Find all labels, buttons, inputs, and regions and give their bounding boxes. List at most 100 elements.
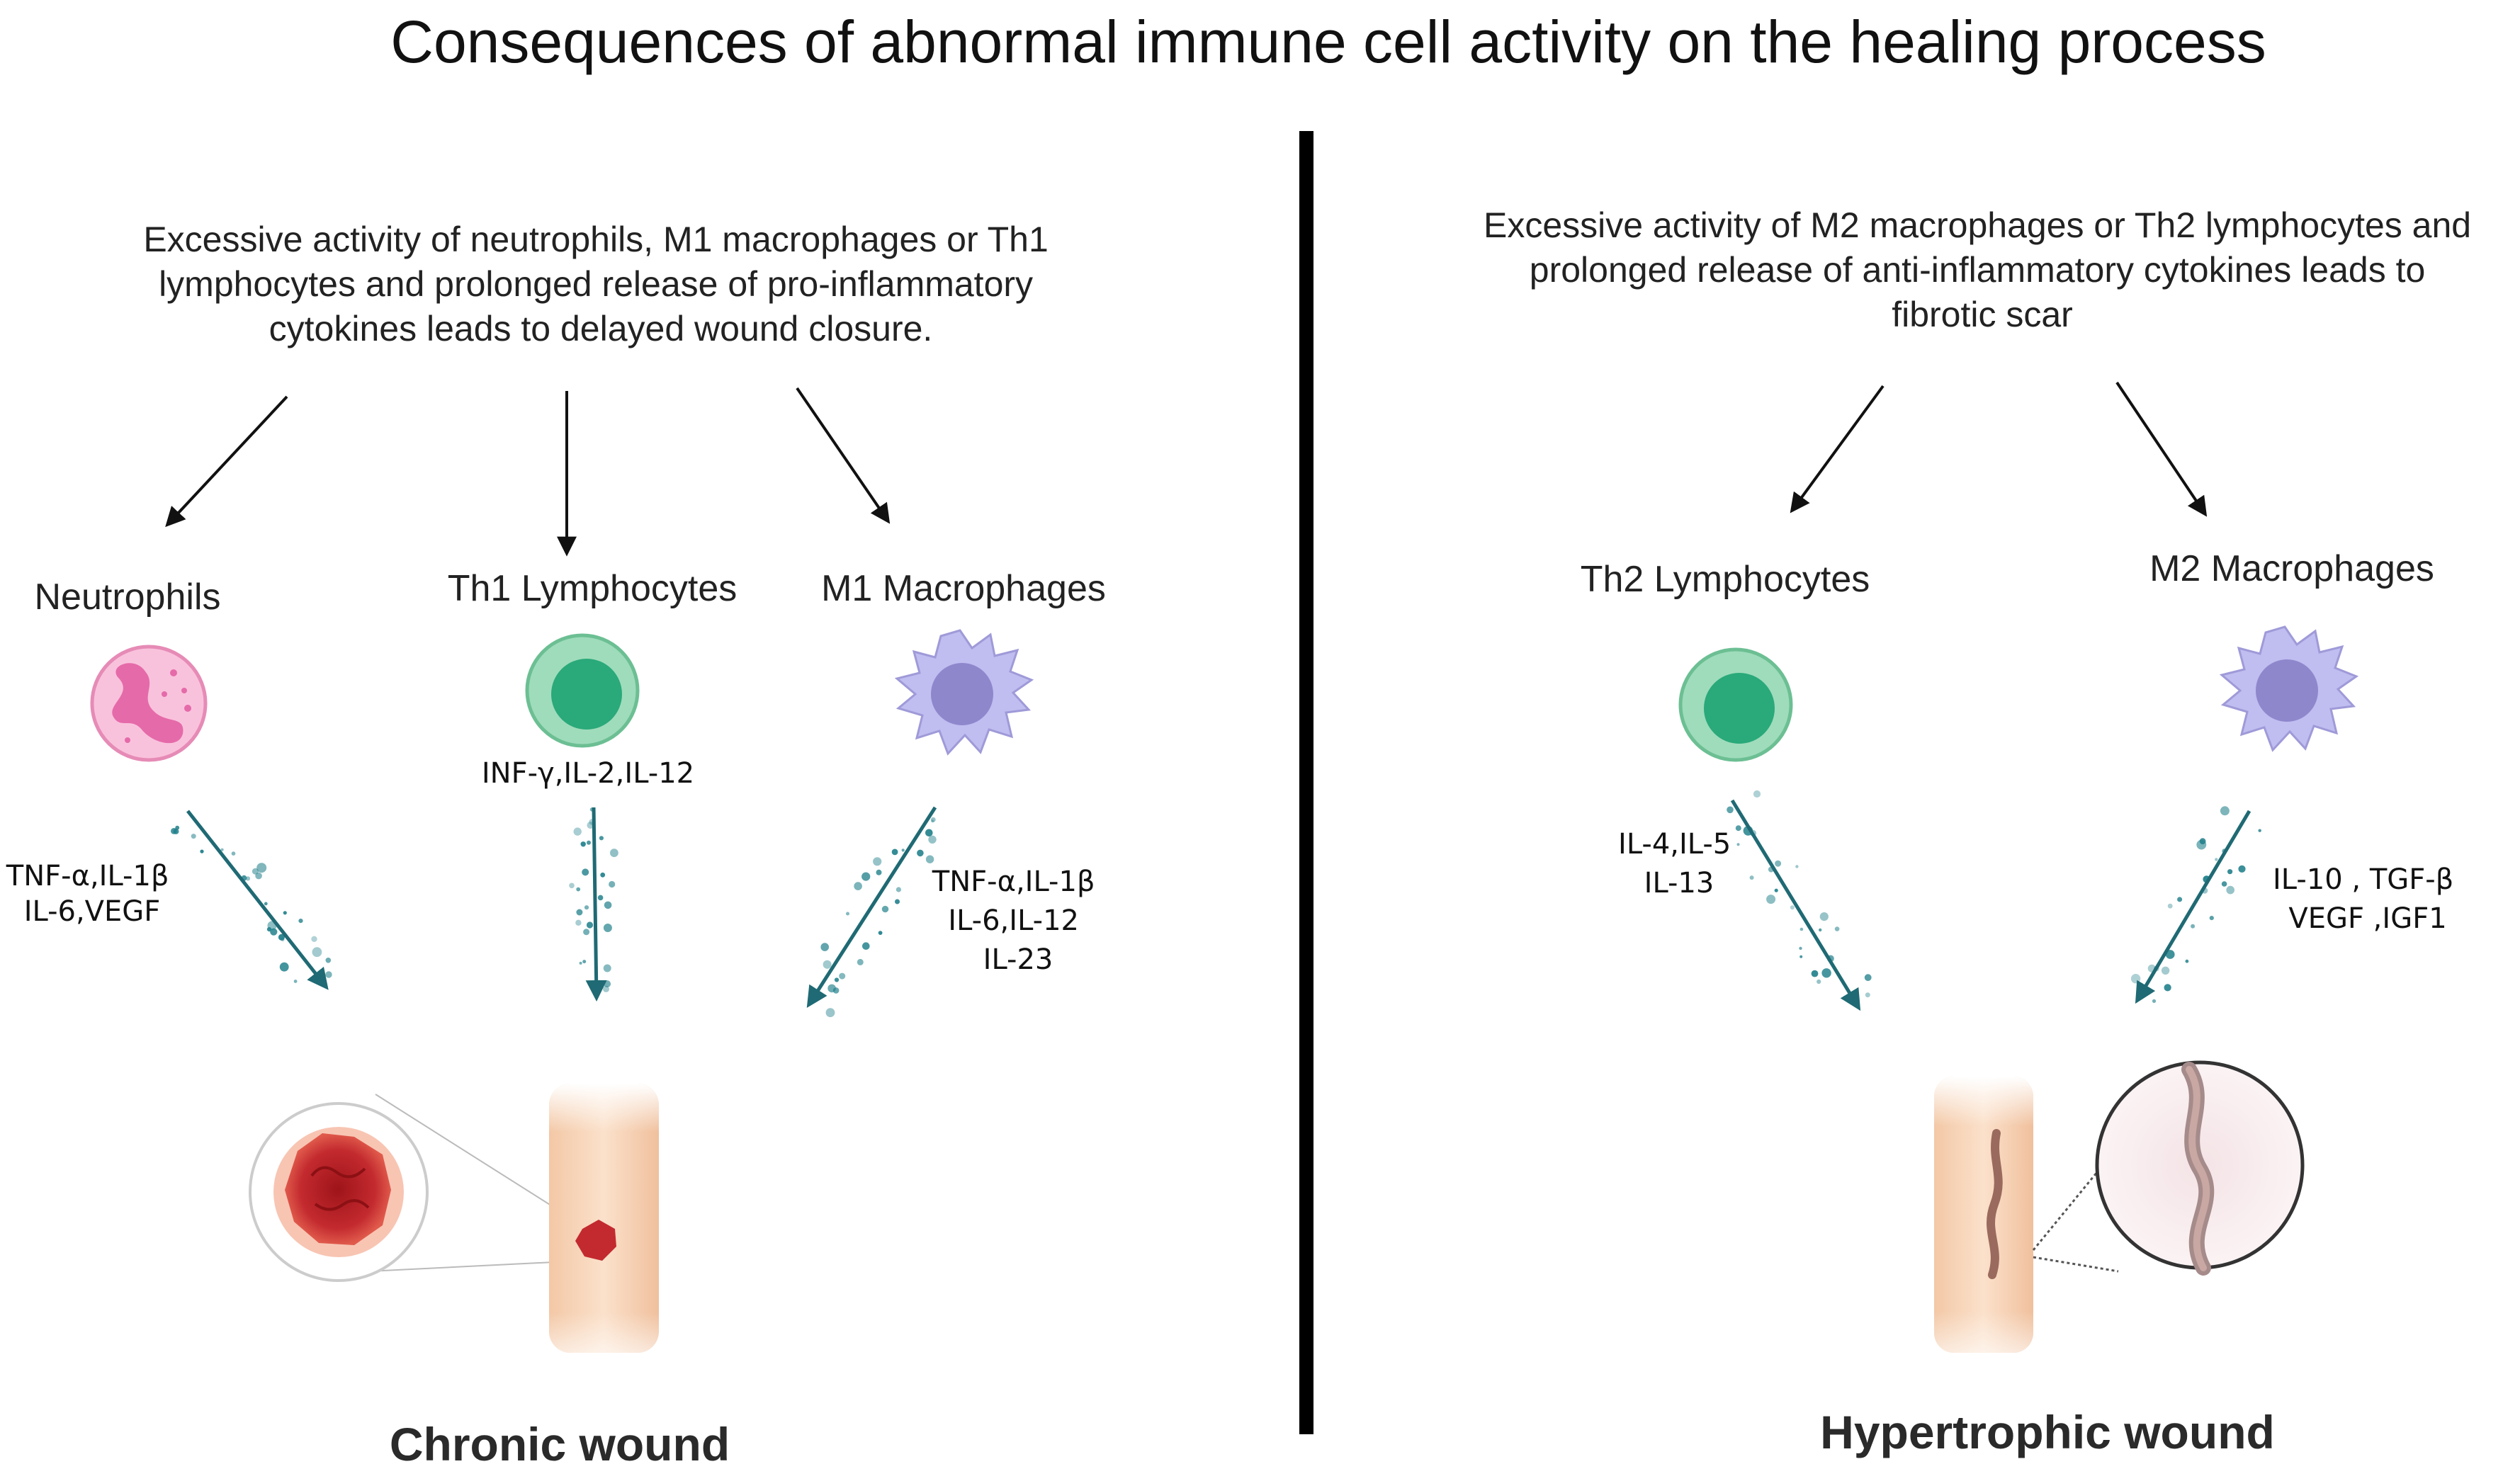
cytokine-particle [2215,858,2218,861]
cytokine-particle [255,872,262,880]
cytokine-particle [576,887,581,892]
m1-cytokines-line-3: IL-23 [983,943,1053,976]
cytokine-particle [603,964,611,972]
cytokine-particle [2185,959,2189,963]
m1-macrophage-cell-icon [894,629,1034,756]
cytokine-particle [2167,903,2173,909]
m2-cytokines-line-2: VEGF ,IGF1 [2288,902,2446,935]
m2-macrophage-cell-icon [2219,625,2359,752]
cytokine-particle [857,958,864,965]
cytokine-particle [1774,888,1778,892]
neutrophils-label: Neutrophils [34,577,220,618]
th1-cytokine-flow [569,807,618,1001]
cytokine-particle [2164,984,2171,992]
chronic-wound-illustration [249,1084,659,1353]
cytokine-particle [2258,829,2261,832]
cytokine-particle [264,902,268,906]
cytokine-particle [1790,905,1795,910]
arrow-to-neutrophils [165,395,288,528]
chronic-wound-label: Chronic wound [390,1418,730,1470]
cytokine-particle [200,849,204,853]
cytokine-particle [895,887,901,892]
m1-cytokines: TNF-α,IL-1β IL-6,IL-12 IL-23 [932,866,1104,976]
cytokine-particle [579,961,582,965]
right-description-line-1: Excessive activity of M2 macrophages or … [1484,205,2471,245]
cytokine-particle [1819,928,1822,932]
cytokine-particle [270,928,278,936]
cytokine-particle [573,827,582,836]
panel-divider [1299,131,1313,1434]
cytokine-particle [603,924,612,932]
cytokine-particle [279,962,289,972]
neutrophil-cytokine-flow [171,810,332,990]
cytokine-particle [231,851,236,856]
cytokine-particle [925,855,934,863]
th1-cytokines-line-1: INF-γ,IL-2,IL-12 [482,757,694,790]
cytokine-particle [2221,881,2227,887]
cytokine-particle [575,919,582,926]
th2-cytokines-line-2: IL-13 [1644,867,1714,900]
cytokine-particle [846,912,849,916]
th2-cytokine-flow [1727,790,1872,1011]
cytokine-particle [1816,979,1821,985]
right-panel: Excessive activity of M2 macrophages or … [1484,205,2471,1458]
cytokine-particle [583,929,590,936]
cytokine-particle [1736,843,1740,846]
cytokine-particle [2220,806,2230,816]
cytokine-particle [600,872,606,878]
cytokine-particle [278,934,285,941]
cytokine-particle [311,936,317,943]
cytokine-particle [1799,946,1802,951]
arrow-to-m2-macrophages [2115,381,2208,517]
cytokine-particle [609,880,616,888]
cytokine-particle [245,876,251,881]
cytokine-particle [1735,825,1741,832]
cytokine-particle [610,849,618,858]
cytokine-particle [854,882,862,890]
left-description: Excessive activity of neutrophils, M1 ma… [143,220,1058,348]
cytokine-particle [2130,974,2141,984]
cytokine-particle [839,972,846,980]
cytokine-particle [1799,927,1804,931]
cytokine-particle [283,911,287,915]
arrow-to-th2-lymphocytes [1790,385,1885,513]
cytokine-particle [252,868,259,875]
neutrophil-cytokines-line-1: TNF-α,IL-1β [6,860,169,892]
cytokine-particle [1799,955,1803,958]
m2-cytokines-line-1: IL-10 , TGF-β [2273,863,2453,896]
diagram-title: Consequences of abnormal immune cell act… [390,8,2266,75]
cytokine-particle [2227,869,2233,875]
th2-lymphocyte-cell-icon [1678,647,1793,762]
cytokine-particle [1811,970,1819,977]
right-description-line-2: prolonged release of anti-inflammatory c… [1530,250,2426,290]
cytokine-particle [584,905,589,910]
left-panel: Excessive activity of neutrophils, M1 ma… [6,220,1106,1470]
cytokine-particle [820,943,829,951]
cytokine-particle [862,942,870,950]
th1-lymphocytes-label: Th1 Lymphocytes [448,568,737,609]
cytokine-particle [834,977,840,982]
cytokine-particle [876,869,882,875]
cytokine-particle [2161,966,2170,975]
cytokine-particle [312,947,322,958]
cytokine-particle [298,919,303,924]
m1-macrophages-label: M1 Macrophages [821,568,1106,609]
neutrophil-cytokines: TNF-α,IL-1β IL-6,VEGF [6,860,178,928]
cytokine-particle [2191,924,2196,929]
cytokine-particle [895,899,900,904]
cytokine-particle [2177,897,2183,902]
cytokine-particle [171,828,177,834]
cytokine-particle [2209,916,2214,921]
m2-macrophages-label: M2 Macrophages [2149,548,2434,589]
right-description-line-3: fibrotic scar [1892,295,2073,334]
hypertrophic-wound-label: Hypertrophic wound [1820,1406,2275,1458]
cytokine-particle [266,927,272,932]
cytokine-particle [931,819,934,823]
cytokine-particle [1753,790,1761,798]
th2-cytokines: IL-4,IL-5 IL-13 [1618,828,1740,900]
cytokine-particle [604,901,612,909]
cytokine-particle [576,909,583,916]
th1-cytokines: INF-γ,IL-2,IL-12 [482,757,694,790]
cytokine-particle [599,836,604,841]
m2-cytokine-flow [2130,806,2261,1004]
